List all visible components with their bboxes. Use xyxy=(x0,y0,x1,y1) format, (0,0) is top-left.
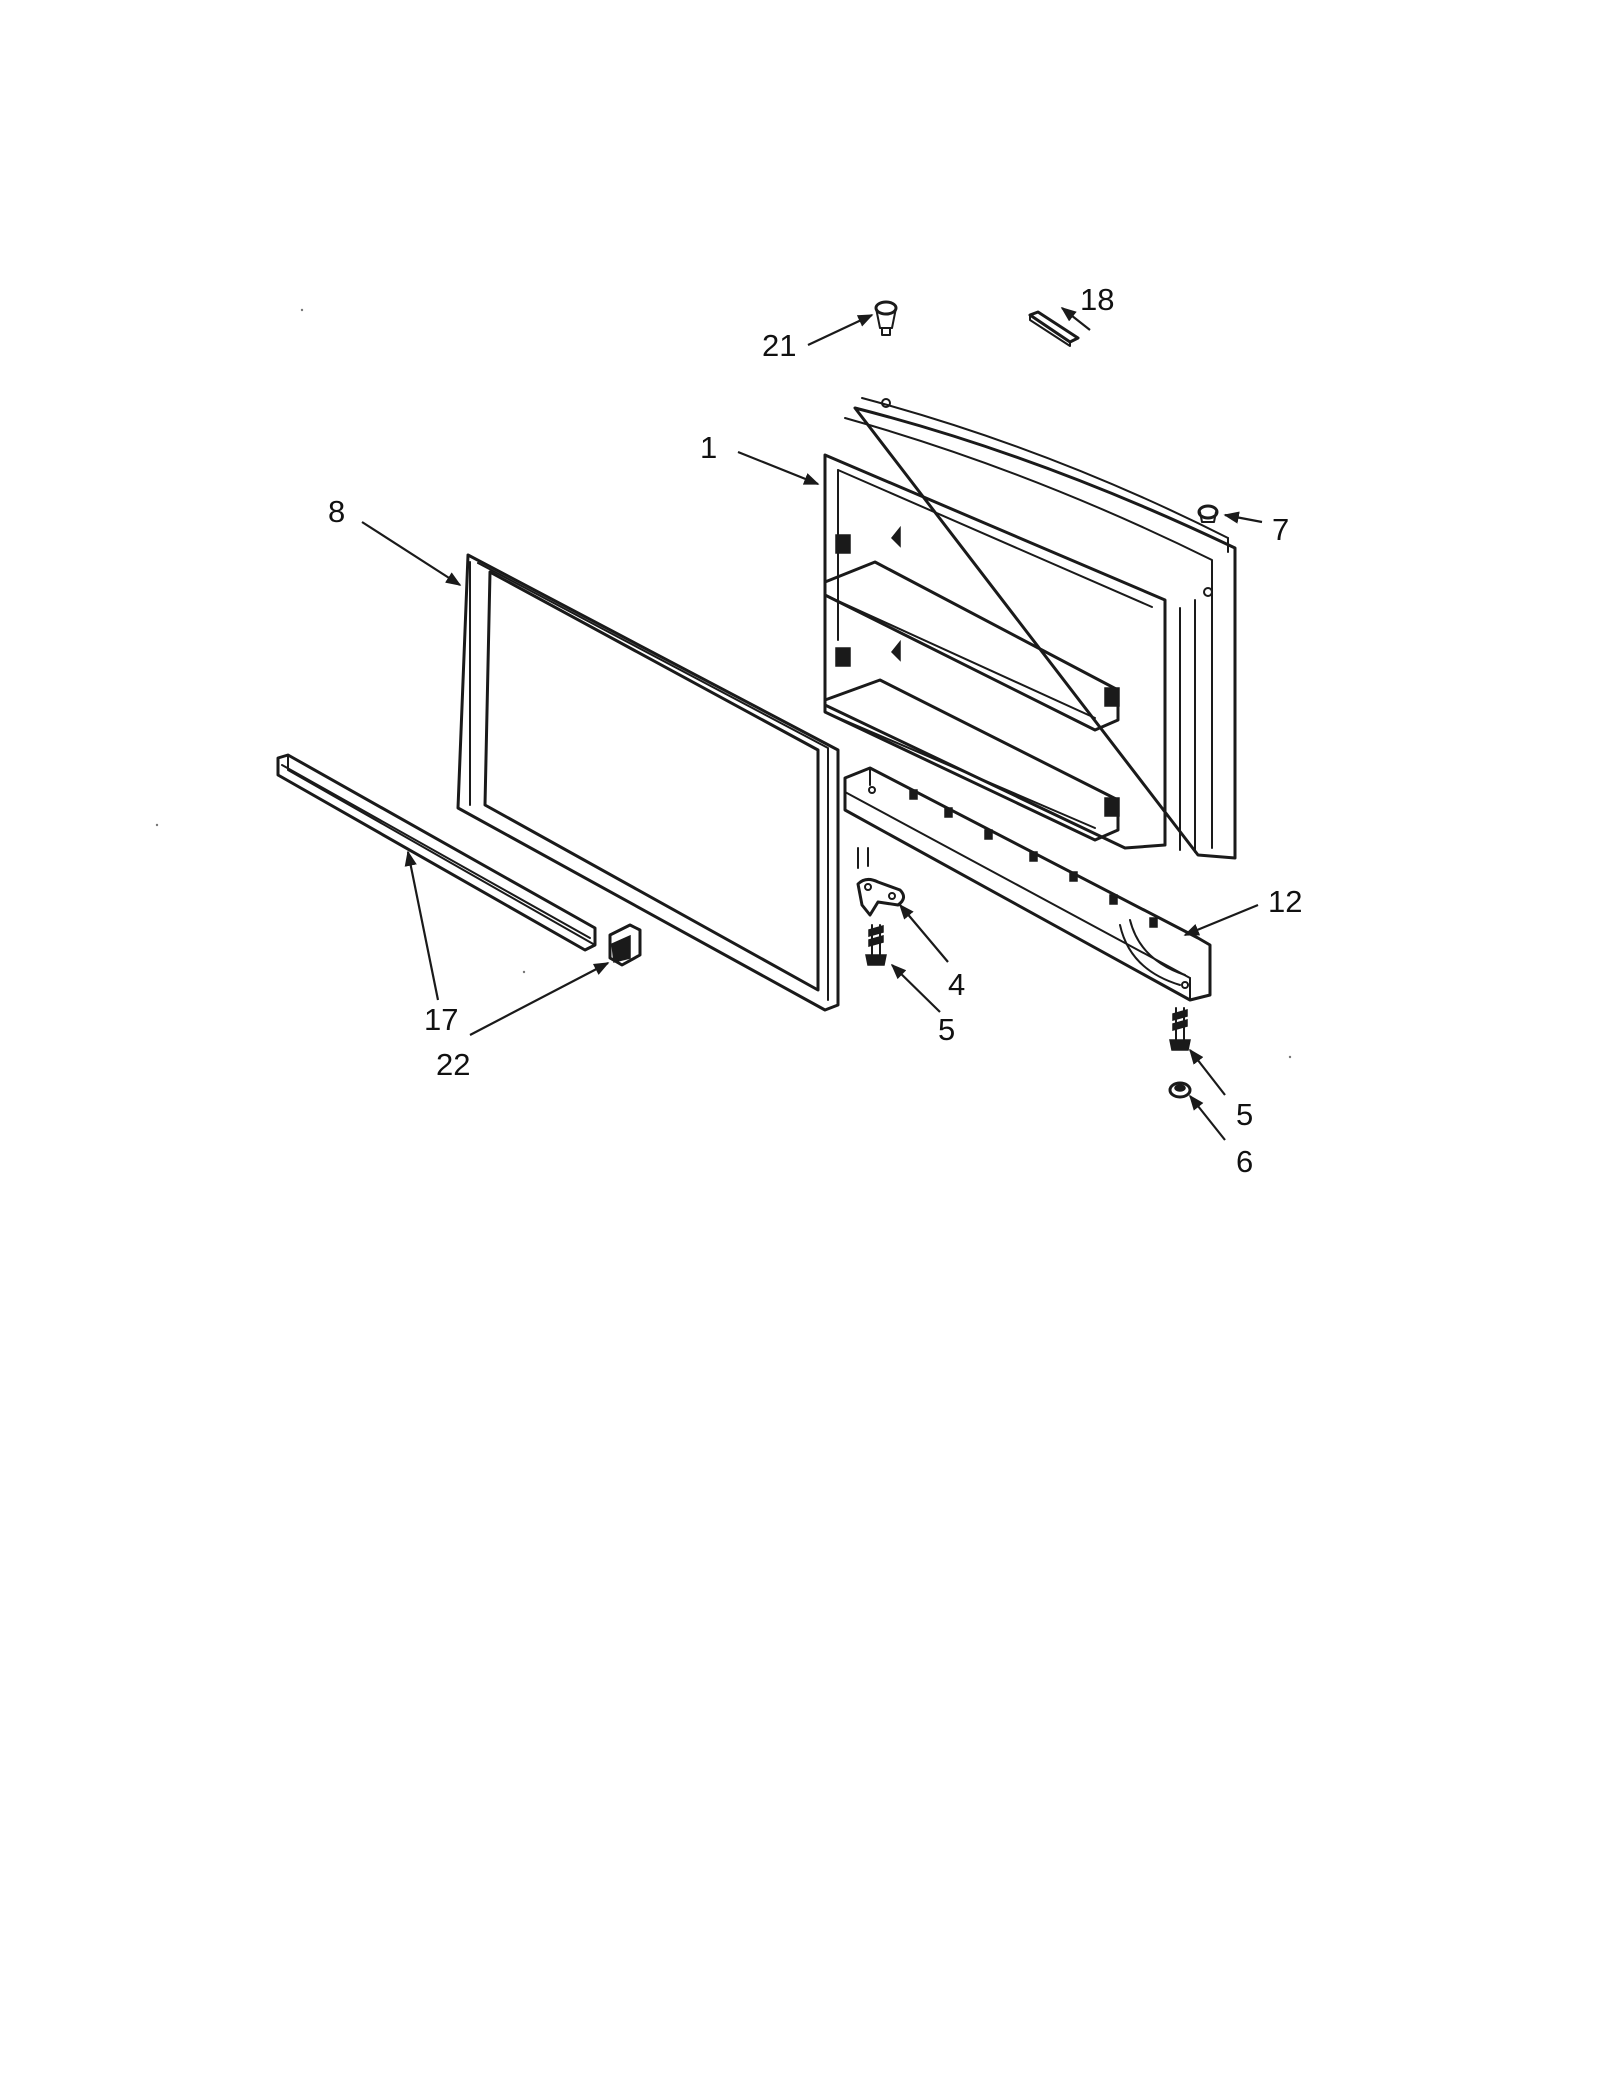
leader-nameplate xyxy=(1060,307,1091,331)
end-cap-part xyxy=(608,923,642,967)
washer-part xyxy=(1168,1081,1192,1099)
leader-lines xyxy=(361,307,1263,1141)
leader-handle-trim xyxy=(1183,903,1259,937)
leader-door-stop xyxy=(807,314,874,346)
callout-plug: 7 xyxy=(1272,512,1289,547)
callout-handle-trim: 12 xyxy=(1268,884,1302,919)
callout-hinge: 4 xyxy=(948,967,965,1002)
door-gasket-part xyxy=(456,553,840,1012)
leader-hinge xyxy=(899,903,949,963)
callout-end-cap: 22 xyxy=(436,1047,470,1082)
callout-washer: 6 xyxy=(1236,1144,1253,1179)
callout-nameplate: 18 xyxy=(1080,282,1114,317)
scan-specks xyxy=(155,308,1292,1059)
trim-strip-part xyxy=(276,753,597,952)
leader-washer xyxy=(1189,1094,1226,1141)
leader-gasket xyxy=(361,521,462,586)
handle-trim-part xyxy=(843,766,1212,1002)
freezer-door-part xyxy=(823,397,1237,860)
hinge-screw-part xyxy=(865,924,887,966)
callout-labels: 1 8 7 21 18 12 4 5 17 22 5 6 xyxy=(328,282,1302,1179)
leader-hinge-screw xyxy=(890,963,941,1013)
leader-plug xyxy=(1223,511,1263,524)
leader-trim-strip xyxy=(404,850,440,1001)
callout-trim-strip: 17 xyxy=(424,1002,458,1037)
callout-handle-screw: 5 xyxy=(1236,1097,1253,1132)
leader-door xyxy=(737,450,820,486)
callout-gasket: 8 xyxy=(328,494,345,529)
callout-door: 1 xyxy=(700,430,717,465)
handle-screw-part xyxy=(1169,1007,1191,1051)
nameplate-part xyxy=(1028,310,1080,347)
door-stop-part xyxy=(874,300,898,336)
hinge-part xyxy=(856,847,905,917)
callout-hinge-screw: 5 xyxy=(938,1012,955,1047)
leader-handle-screw xyxy=(1189,1048,1226,1096)
callout-door-stop: 21 xyxy=(762,328,796,363)
plug-part xyxy=(1197,504,1219,523)
leader-end-cap xyxy=(469,962,610,1036)
